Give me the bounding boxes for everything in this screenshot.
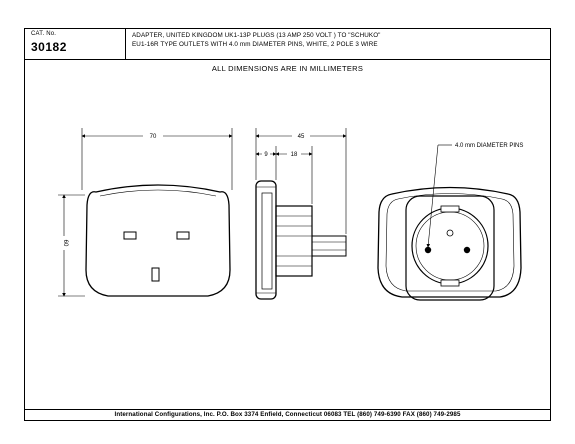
uk-slot-right xyxy=(176,231,190,240)
schuko-recess-frame xyxy=(405,195,495,301)
schuko-pin-hole-left xyxy=(424,246,432,254)
side-schuko-body xyxy=(275,205,313,277)
title-block: CAT. No. 30182 ADAPTER, UNITED KINGDOM U… xyxy=(25,29,550,60)
catalog-number: 30182 xyxy=(31,40,67,54)
dim-front-height: 60 xyxy=(62,240,68,247)
back-view: 4.0 mm DIAMETER PINS xyxy=(377,143,523,301)
schuko-socket-inner xyxy=(415,211,485,281)
company-footer: International Configurations, Inc. P.O. … xyxy=(25,409,550,420)
dim-bg xyxy=(262,149,270,157)
back-body-inner-outline xyxy=(385,193,515,292)
dim-bg xyxy=(287,149,301,157)
schuko-socket-outer xyxy=(411,207,489,285)
catalog-box: CAT. No. 30182 xyxy=(25,29,126,59)
side-pin xyxy=(311,235,347,257)
side-body xyxy=(255,180,277,300)
dim-bg xyxy=(292,131,310,140)
center-screw xyxy=(446,229,454,237)
front-body-outline xyxy=(85,184,231,297)
back-body-outline xyxy=(377,186,522,298)
units-note: ALL DIMENSIONS ARE IN MILLIMETERS xyxy=(211,64,364,73)
earth-clip-top xyxy=(440,205,460,213)
uk-slot-earth xyxy=(151,267,160,282)
schuko-pin-hole-right xyxy=(463,246,471,254)
side-view: 45 9 18 xyxy=(255,128,347,300)
drawing-sheet: CAT. No. 30182 ADAPTER, UNITED KINGDOM U… xyxy=(24,28,551,421)
side-face-plate xyxy=(261,192,273,290)
pin-diameter-note: 4.0 mm DIAMETER PINS xyxy=(455,143,523,149)
uk-slot-left xyxy=(123,231,137,240)
dim-front-width: 70 xyxy=(150,134,157,140)
description-line-2: EU1-16R TYPE OUTLETS WITH 4.0 mm DIAMETE… xyxy=(132,41,378,48)
front-view: 70 60 xyxy=(58,128,233,297)
product-description: ADAPTER, UNITED KINGDOM UK1-13P PLUGS (1… xyxy=(132,31,532,49)
dim-side-plug: 18 xyxy=(291,152,298,158)
catalog-label: CAT. No. xyxy=(31,31,57,37)
description-line-1: ADAPTER, UNITED KINGDOM UK1-13P PLUGS (1… xyxy=(132,32,381,39)
dim-bg xyxy=(143,131,163,140)
pin-note-arrow xyxy=(426,144,439,248)
dim-side-total: 45 xyxy=(298,134,305,140)
earth-clip-bottom xyxy=(440,279,460,287)
front-body-inner-line xyxy=(99,189,217,197)
dim-side-body: 9 xyxy=(264,152,268,158)
dim-bg xyxy=(59,236,69,250)
